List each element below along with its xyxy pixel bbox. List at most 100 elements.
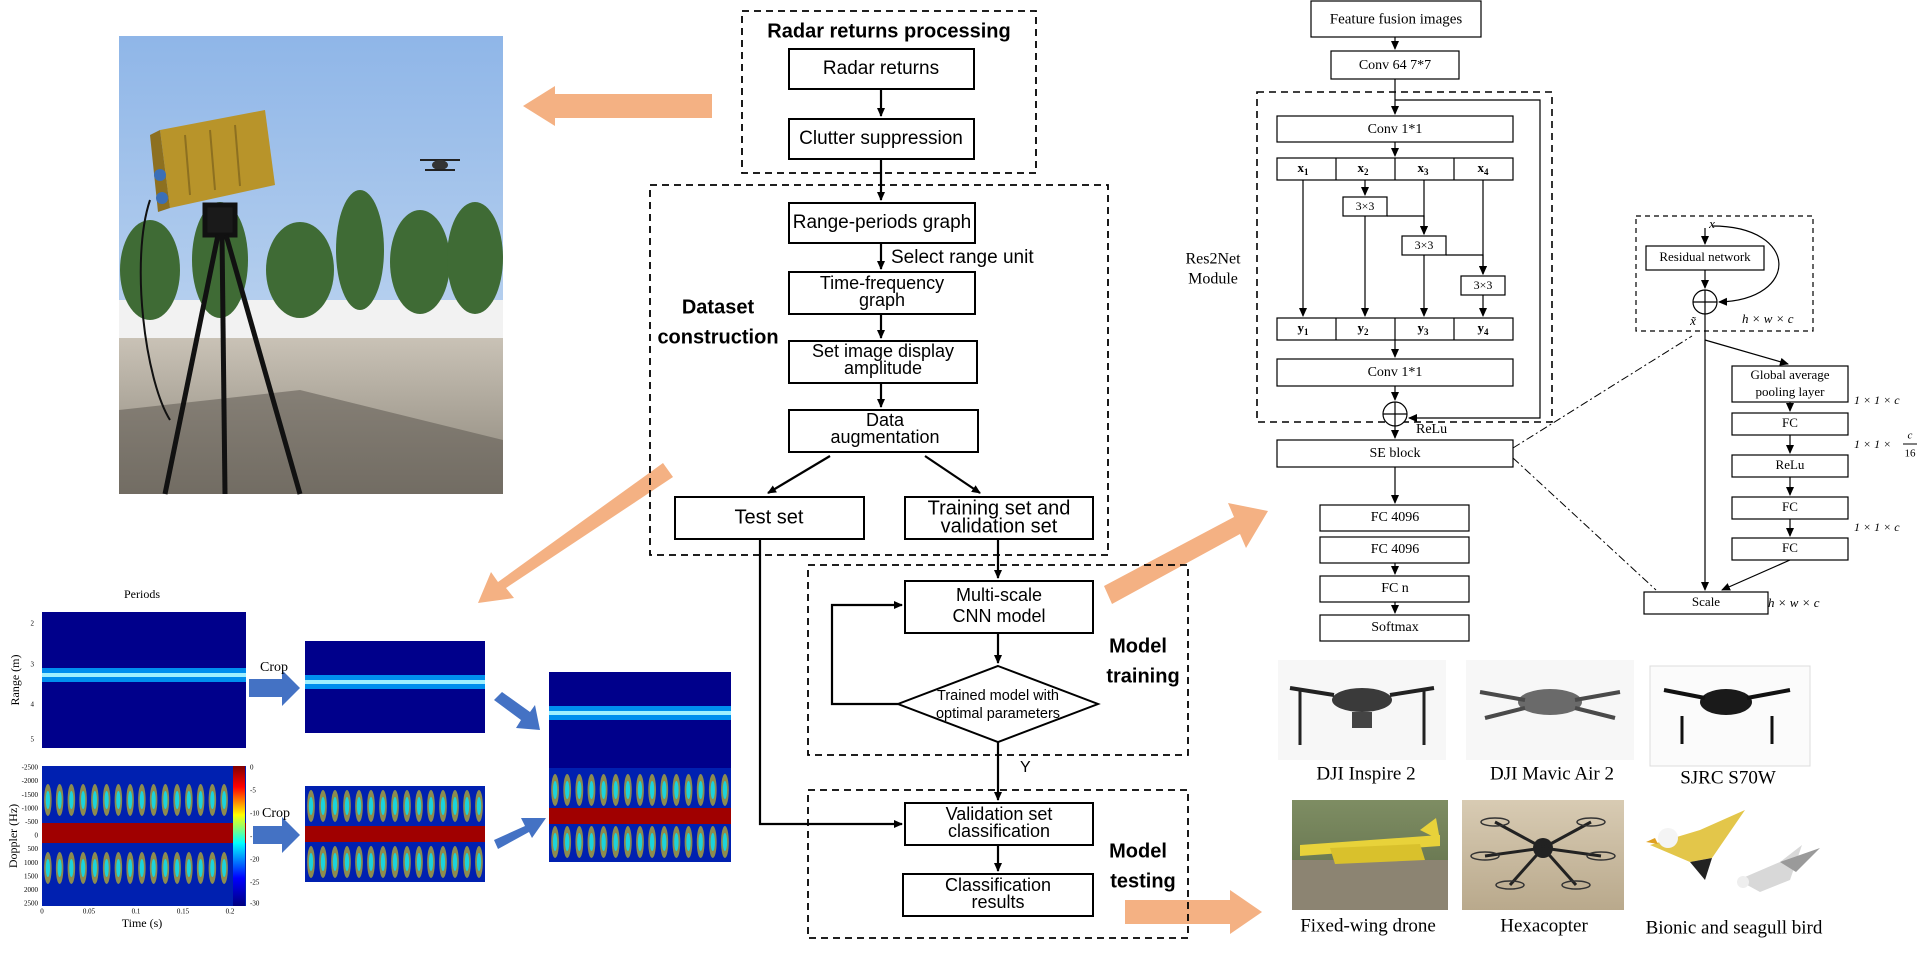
multiscale-label-1: Multi-scale	[956, 585, 1042, 605]
mavic-image	[1466, 660, 1634, 760]
time-tick: 0.2	[226, 908, 235, 916]
dataset-construction-group	[649, 184, 1109, 556]
gap-label-2: pooling layer	[1756, 384, 1826, 399]
radar-returns-label: Radar returns	[823, 58, 939, 79]
crop-label-2: Crop	[262, 806, 290, 821]
fused-doppler-stripes	[551, 774, 729, 858]
range-tick-0: 2	[31, 620, 35, 628]
softmax-box	[1319, 614, 1470, 642]
multiscale-cnn-box	[904, 580, 1094, 634]
targets-panel: DJI Inspire 2 DJI Mavic Air 2 SJRC S70W	[1278, 660, 1823, 938]
spectro-stripe-core	[344, 853, 350, 871]
spectro-stripe-core	[722, 781, 728, 799]
se-sum-node	[1692, 289, 1718, 315]
y3-label: y3	[1418, 320, 1430, 337]
se-block-label: SE block	[1370, 446, 1421, 461]
doppler-ylabel: Doppler (Hz)	[6, 804, 20, 868]
colorbar-tick: -10	[250, 810, 260, 818]
spectro-stripe-core	[368, 853, 374, 871]
spectro-stripe-core	[81, 791, 86, 809]
spectro-stripe-core	[464, 853, 470, 871]
range-periods-label: Range-periods graph	[793, 212, 972, 233]
spectro-stripe-core	[565, 833, 570, 851]
time-frequency-label-2: graph	[859, 290, 905, 310]
spectro-stripe-core	[116, 859, 121, 877]
kernel-label-1: 3×3	[1356, 199, 1375, 213]
spectro-stripe-core	[392, 797, 398, 815]
spectro-stripe-core	[320, 797, 326, 815]
radar-processing-title: Radar returns processing	[767, 20, 1010, 42]
crop-label-1: Crop	[260, 660, 288, 675]
spectro-stripe-core	[601, 833, 606, 851]
conv11-top-box	[1276, 115, 1514, 143]
set-amplitude-box	[788, 340, 978, 384]
kernel-label-3: 3×3	[1474, 278, 1493, 292]
network-connectors	[1299, 37, 1541, 614]
fc4096b-box	[1319, 536, 1470, 564]
spectro-stripe-core	[45, 859, 50, 877]
dim2-label: 1 × 1 ×	[1854, 437, 1891, 451]
spectro-stripe-core	[45, 791, 50, 809]
res2net-label-1: Res2Net	[1185, 251, 1241, 268]
spectro-stripe-core	[57, 859, 62, 877]
photo-radar-unit	[150, 110, 275, 212]
multiscale-label-2: CNN model	[952, 606, 1045, 626]
data-augmentation-label-2: augmentation	[830, 427, 939, 447]
colorbar	[233, 766, 245, 906]
spectro-stripe-core	[57, 791, 62, 809]
colorbar-tick: -5	[250, 787, 256, 795]
dim2-denominator: 16	[1905, 448, 1917, 460]
periods-title: Periods	[124, 587, 160, 601]
spectro-stripe-core	[637, 781, 643, 799]
spectro-stripe-core	[577, 781, 582, 799]
blue-arrows	[249, 670, 546, 853]
conv64-box	[1330, 50, 1460, 80]
spectro-stripe-core	[565, 781, 570, 799]
spectro-stripe-core	[104, 791, 109, 809]
spectro-stripe-core	[416, 797, 422, 815]
model-testing-title-line2: testing	[1110, 870, 1176, 892]
spectrogram-panel: Periods Range (m) 2 3 4 5 0 -5 -10 -15 -…	[6, 587, 731, 930]
fc4096b-label: FC 4096	[1371, 542, 1420, 557]
fixedwing-label: Fixed-wing drone	[1300, 915, 1436, 936]
y2-label: y2	[1358, 320, 1370, 337]
spectro-stripe-core	[163, 859, 168, 877]
doppler-tick: 2000	[24, 886, 39, 894]
x4-label: x4	[1478, 160, 1490, 177]
spectro-stripe-core	[332, 797, 338, 815]
spectro-stripe-core	[662, 781, 667, 799]
inspire-label: DJI Inspire 2	[1316, 763, 1415, 784]
spectro-stripe-core	[186, 791, 191, 809]
spectro-stripe-core	[637, 833, 643, 851]
spectro-stripe-core	[81, 859, 86, 877]
spectro-stripe-core	[163, 791, 168, 809]
spectro-stripe-core	[649, 833, 655, 851]
sum-node	[1382, 401, 1408, 427]
data-augmentation-box	[788, 409, 979, 453]
spectro-stripe-core	[476, 797, 482, 815]
softmax-label: Softmax	[1371, 620, 1418, 635]
range-ylabel: Range (m)	[8, 655, 22, 706]
doppler-tick: -2500	[22, 764, 39, 772]
trained-model-label-1: Trained model with	[937, 688, 1059, 704]
doppler-tick: -1500	[22, 791, 39, 799]
doppler-tick: 1500	[24, 872, 39, 880]
bionic-bird-image	[1646, 810, 1820, 892]
sjrc-label: SJRC S70W	[1680, 767, 1776, 788]
spectro-stripe-core	[710, 781, 715, 799]
spectro-stripe-core	[198, 791, 203, 809]
spectro-stripe-core	[210, 859, 215, 877]
photo-shadow	[119, 390, 503, 494]
cropped-doppler-stripes	[307, 790, 483, 878]
spectro-stripe-core	[92, 791, 97, 809]
spectro-stripe-core	[356, 797, 362, 815]
yes-label: Y	[1020, 759, 1031, 776]
fc4096a-label: FC 4096	[1371, 510, 1420, 525]
spectro-stripe-core	[686, 833, 691, 851]
doppler-tick: -1000	[22, 804, 39, 812]
trained-model-diamond	[895, 664, 1101, 744]
spectro-stripe-core	[404, 797, 410, 815]
dim3-label: 1 × 1 × c	[1854, 520, 1900, 534]
se-x-input: x	[1708, 216, 1715, 231]
time-tick: 0	[40, 908, 44, 916]
